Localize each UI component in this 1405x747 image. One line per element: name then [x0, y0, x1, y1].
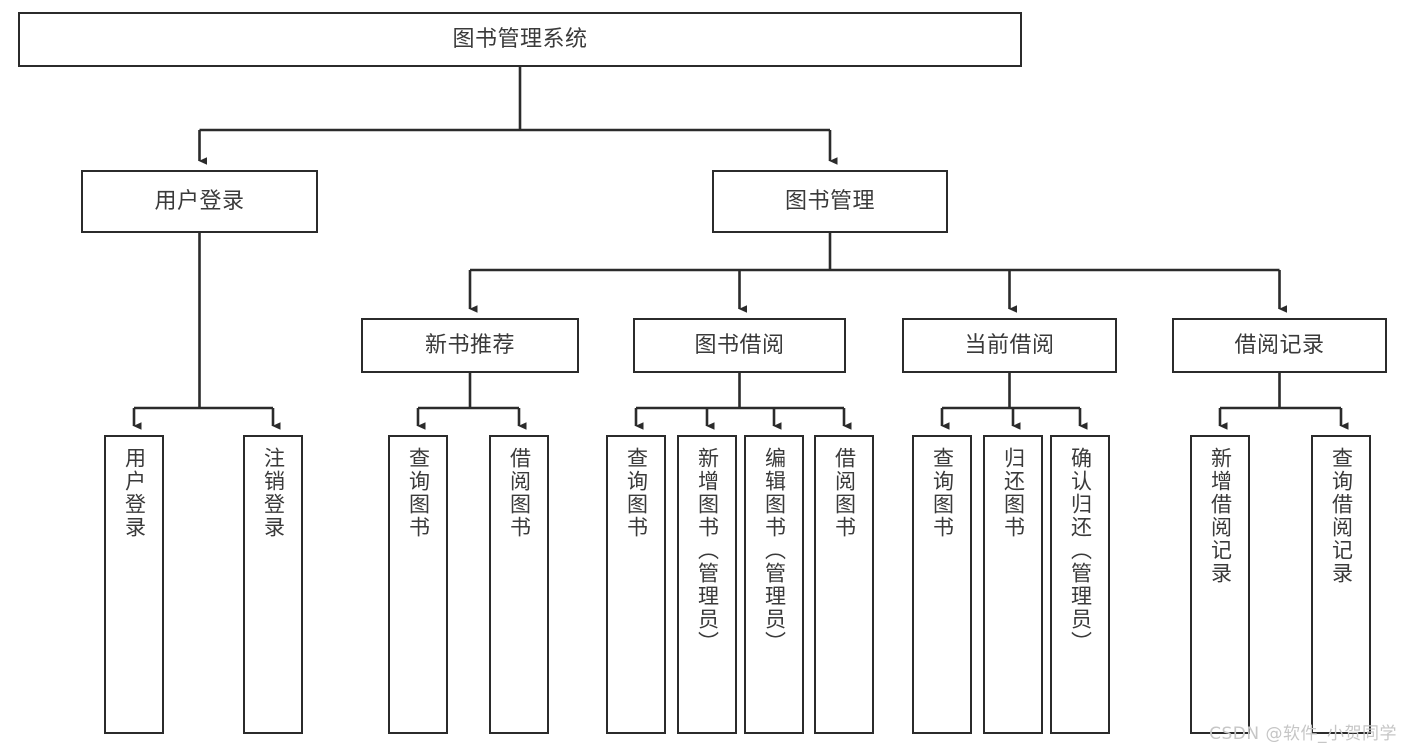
node-leaf-query-book-recommend[interactable]: 查询图书 [388, 435, 448, 734]
node-user-login[interactable]: 用户登录 [81, 170, 318, 233]
node-label: 当前借阅 [964, 332, 1055, 358]
node-label: 查询图书 [406, 447, 431, 539]
node-label: 新书推荐 [424, 332, 515, 358]
node-label: 新增借阅记录 [1208, 447, 1233, 585]
node-label: 借阅图书 [832, 447, 857, 539]
node-leaf-confirm-return-admin[interactable]: 确认归还（管理员） [1050, 435, 1110, 734]
node-label: 用户登录 [122, 447, 147, 539]
node-leaf-return-book[interactable]: 归还图书 [983, 435, 1043, 734]
node-book-borrow[interactable]: 图书借阅 [633, 318, 846, 373]
node-leaf-user-login[interactable]: 用户登录 [104, 435, 164, 734]
node-leaf-borrow-book[interactable]: 借阅图书 [814, 435, 874, 734]
node-label: 借阅图书 [507, 447, 532, 539]
node-label: 图书管理 [784, 188, 875, 214]
node-label: 查询图书 [930, 447, 955, 539]
node-label: 新增图书（管理员） [695, 447, 720, 654]
node-leaf-query-book-borrow[interactable]: 查询图书 [606, 435, 666, 734]
node-borrow-record[interactable]: 借阅记录 [1172, 318, 1387, 373]
node-root[interactable]: 图书管理系统 [18, 12, 1022, 67]
node-label: 图书管理系统 [452, 26, 588, 52]
node-label: 借阅记录 [1234, 332, 1325, 358]
node-label: 查询图书 [624, 447, 649, 539]
node-leaf-add-book-admin[interactable]: 新增图书（管理员） [677, 435, 737, 734]
node-label: 确认归还（管理员） [1068, 447, 1093, 654]
node-leaf-logout-login[interactable]: 注销登录 [243, 435, 303, 734]
node-leaf-edit-book-admin[interactable]: 编辑图书（管理员） [744, 435, 804, 734]
node-leaf-query-book-current[interactable]: 查询图书 [912, 435, 972, 734]
node-label: 注销登录 [261, 447, 286, 539]
node-current-borrow[interactable]: 当前借阅 [902, 318, 1117, 373]
node-label: 查询借阅记录 [1329, 447, 1354, 585]
node-label: 图书借阅 [694, 332, 785, 358]
node-label: 编辑图书（管理员） [762, 447, 787, 654]
node-book-manage[interactable]: 图书管理 [712, 170, 948, 233]
node-leaf-add-borrow-record[interactable]: 新增借阅记录 [1190, 435, 1250, 734]
node-label: 归还图书 [1001, 447, 1026, 539]
node-new-book-recommend[interactable]: 新书推荐 [361, 318, 579, 373]
node-leaf-borrow-book-recommend[interactable]: 借阅图书 [489, 435, 549, 734]
node-label: 用户登录 [154, 188, 245, 214]
node-leaf-query-borrow-record[interactable]: 查询借阅记录 [1311, 435, 1371, 734]
csdn-watermark: CSDN @软件_小贺同学 [1209, 724, 1397, 744]
